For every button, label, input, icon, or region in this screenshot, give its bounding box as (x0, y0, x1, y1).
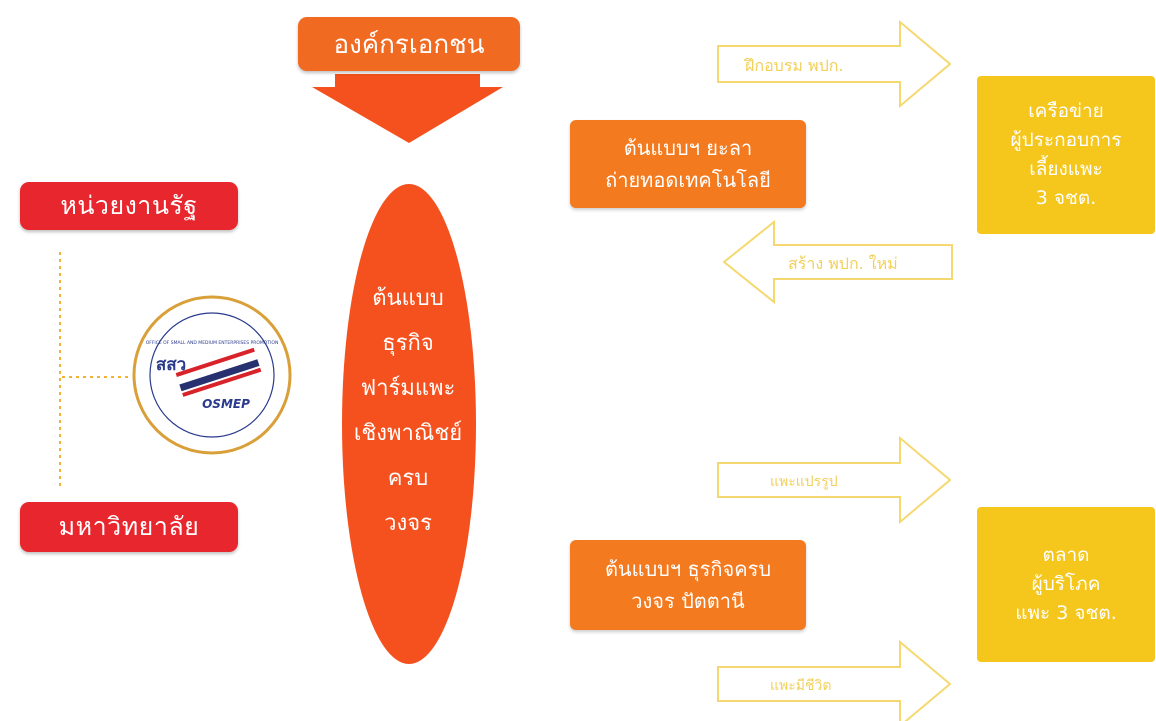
logo-thai-text: สสว (156, 355, 186, 375)
pattani-prototype-label: ต้นแบบฯ ธุรกิจครบ วงจร ปัตตานี (604, 557, 772, 613)
arrow-processed-label: แพะแปรรูป (770, 474, 838, 490)
arrow-processed (717, 435, 952, 525)
arrow-train (717, 19, 952, 109)
logo-english-text: OSMEP (202, 397, 250, 411)
private-org-label: องค์กรเอกชน (333, 29, 485, 60)
arrow-train-label: ฝึกอบรม พปก. (745, 56, 844, 75)
arrow-new-farmers (722, 219, 953, 305)
center-line: ต้นแบบ (372, 286, 444, 311)
center-line: ธุรกิจ (382, 331, 434, 356)
logo-ring-text: OFFICE OF SMALL AND MEDIUM ENTERPRISES P… (146, 340, 279, 346)
consumer-market-box: ตลาด ผู้บริโภค แพะ 3 จชต. (977, 507, 1155, 662)
down-arrow (312, 74, 503, 143)
osmep-logo: สสว OSMEP OFFICE OF SMALL AND MEDIUM ENT… (132, 295, 292, 455)
center-line: ครบ (387, 466, 429, 491)
arrow-live (717, 639, 952, 721)
yala-prototype-box: ต้นแบบฯ ยะลา ถ่ายทอดเทคโนโลยี (570, 120, 806, 208)
center-ellipse (342, 184, 476, 664)
arrow-live-label: แพะมีชีวิต (770, 678, 832, 694)
pattani-prototype-box: ต้นแบบฯ ธุรกิจครบ วงจร ปัตตานี (570, 540, 806, 630)
arrow-new-farmers-label: สร้าง พปก. ใหม่ (788, 254, 898, 273)
university-label: มหาวิทยาลัย (58, 512, 200, 541)
center-line: ฟาร์มแพะ (360, 376, 456, 401)
farmer-network-label: เครือข่าย ผู้ประกอบการ เลี้ยงแพะ 3 จชต. (1010, 100, 1122, 209)
university-box: มหาวิทยาลัย (20, 502, 238, 552)
center-line: เชิงพาณิชย์ (353, 421, 463, 446)
yala-prototype-label: ต้นแบบฯ ยะลา ถ่ายทอดเทคโนโลยี (605, 136, 771, 192)
consumer-market-label: ตลาด ผู้บริโภค แพะ 3 จชต. (1015, 544, 1117, 624)
government-box: หน่วยงานรัฐ (20, 182, 238, 230)
farmer-network-box: เครือข่าย ผู้ประกอบการ เลี้ยงแพะ 3 จชต. (977, 76, 1155, 234)
government-label: หน่วยงานรัฐ (60, 191, 198, 220)
center-ellipse-text: ต้นแบบ ธุรกิจ ฟาร์มแพะ เชิงพาณิชย์ ครบ ว… (348, 276, 468, 546)
center-line: วงจร (384, 511, 432, 536)
private-org-box: องค์กรเอกชน (298, 17, 520, 71)
